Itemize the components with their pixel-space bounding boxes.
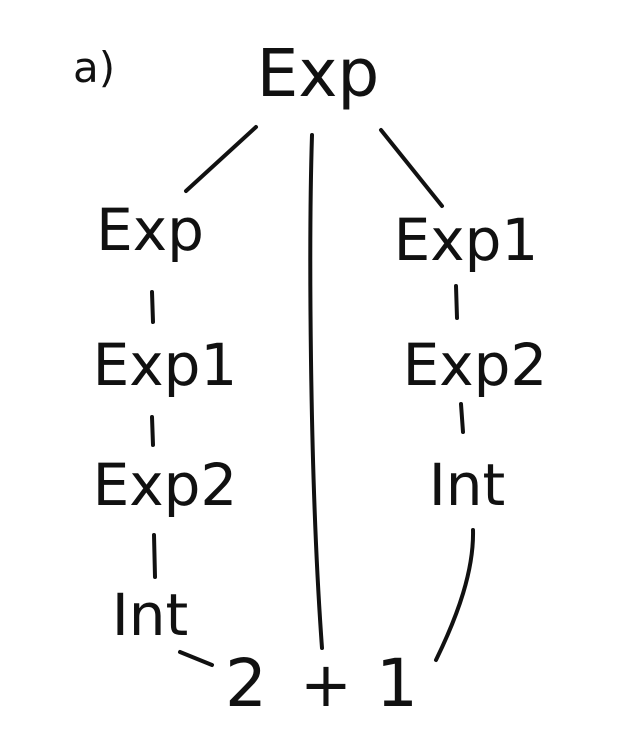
- edge-right-exp2-to-int: [459, 402, 465, 434]
- right-node-exp1: Exp1: [394, 206, 539, 274]
- edge-left-exp2-to-int: [152, 533, 157, 579]
- edge-root-to-plus: [308, 133, 324, 650]
- right-node-exp2: Exp2: [403, 331, 548, 399]
- left-node-int: Int: [112, 581, 189, 649]
- edge-root-to-left: [184, 125, 258, 193]
- item-label: a): [73, 43, 115, 92]
- left-node-exp2: Exp2: [93, 451, 238, 519]
- left-node-exp: Exp: [96, 196, 204, 264]
- edge-left-int-to-2: [178, 650, 214, 667]
- token-1: 1: [376, 645, 418, 722]
- edge-root-to-right: [379, 128, 444, 208]
- edge-left-exp-to-exp1: [150, 290, 155, 324]
- token-2: 2: [225, 645, 267, 722]
- edge-left-exp1-to-exp2: [150, 415, 155, 447]
- edge-right-int-to-1: [434, 528, 476, 662]
- token-plus: +: [300, 648, 352, 721]
- right-node-int: Int: [429, 451, 506, 519]
- root-node-exp: Exp: [257, 35, 380, 112]
- left-node-exp1: Exp1: [93, 331, 238, 399]
- edge-right-exp1-to-exp2: [454, 284, 459, 320]
